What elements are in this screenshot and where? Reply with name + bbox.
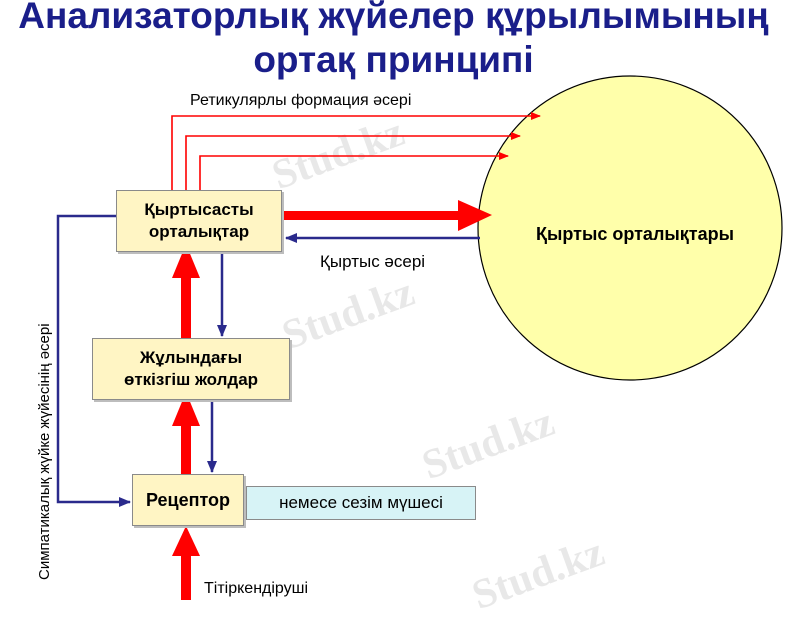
cortical-centers-circle xyxy=(477,75,783,381)
subcortical-centers-line2: орталықтар xyxy=(148,222,250,241)
spinal-pathways-line1: Жұлындағы xyxy=(139,348,243,367)
subcortical-centers-line1: Қыртысасты xyxy=(144,200,254,219)
page-title-line2: ортақ принципі xyxy=(253,39,534,80)
reticular-arrow-3 xyxy=(199,152,509,190)
red-arrow-receptor-to-spinal xyxy=(172,392,200,474)
red-arrow-spinal-to-subcortical xyxy=(172,244,200,338)
subcortical-centers-box: Қыртысасты орталықтар xyxy=(116,190,282,252)
page-title-line1: Анализаторлық жүйелер құрылымының xyxy=(18,0,769,36)
spinal-pathways-line2: өткізгіш жолдар xyxy=(123,370,259,389)
sense-organ-box: немесе сезім мүшесі xyxy=(246,486,476,520)
reticular-arrows xyxy=(171,112,541,190)
thick-red-arrow-to-cortex xyxy=(284,200,492,231)
sympathetic-system-label: Симпатикалық жүйке жүйесінің әсері xyxy=(36,323,53,580)
cortical-centers-label: Қыртыс орталықтары xyxy=(536,224,734,244)
reticular-formation-label: Ретикулярлы формация әсері xyxy=(190,92,412,109)
reticular-arrow-2 xyxy=(185,132,521,190)
receptor-box: Рецептор xyxy=(132,474,244,526)
red-arrow-stimulus-to-receptor xyxy=(172,526,200,600)
diagram-canvas xyxy=(56,75,783,600)
reticular-arrow-1 xyxy=(171,112,541,190)
sympathetic-arrow xyxy=(56,214,131,507)
stimulus-label: Тітіркендіруші xyxy=(204,580,309,597)
spinal-pathways-box: Жұлындағы өткізгіш жолдар xyxy=(92,338,290,400)
cortex-effect-label: Қыртыс әсері xyxy=(320,252,426,271)
